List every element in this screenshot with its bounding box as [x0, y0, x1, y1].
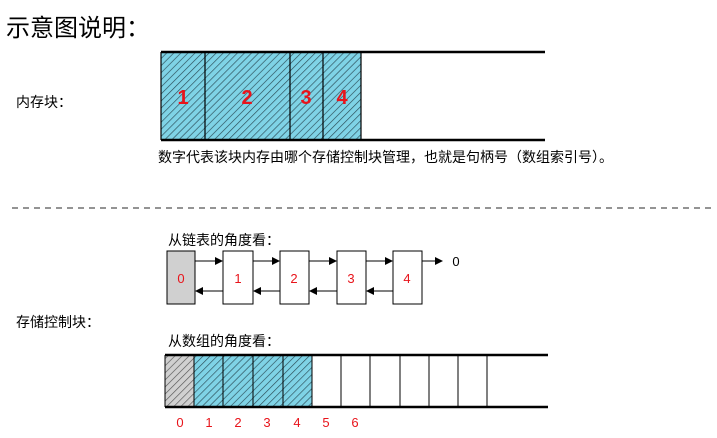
memory-caption: 数字代表该块内存由哪个存储控制块管理，也就是句柄号（数组索引号）。 — [158, 150, 613, 166]
list-node — [222, 250, 254, 305]
array-index-label: 2 — [234, 415, 241, 430]
linked-list-title: 从链表的角度看： — [168, 233, 280, 249]
list-node-label: 0 — [177, 271, 184, 286]
array-index-label: 6 — [351, 415, 358, 430]
array-index-label: 5 — [322, 415, 329, 430]
memory-block-label: 内存块： — [16, 95, 72, 111]
memory-segment-number: 4 — [336, 87, 348, 109]
page-title: 示意图说明： — [6, 14, 150, 42]
list-node-label: 3 — [347, 271, 354, 286]
list-node — [279, 250, 310, 305]
memory-segment-number: 1 — [177, 87, 188, 109]
array-view: 0 1 2 3 4 5 6 — [164, 353, 548, 430]
memory-segment-number: 3 — [300, 87, 311, 109]
array-index-label: 4 — [293, 415, 300, 430]
list-head-node — [166, 250, 196, 305]
array-index-label: 1 — [205, 415, 212, 430]
memory-segment-number: 2 — [241, 87, 252, 109]
linked-list: 0 1 2 3 4 0 — [166, 250, 460, 305]
memory-used-region — [161, 52, 361, 140]
array-title: 从数组的角度看： — [168, 334, 280, 350]
list-node-label: 2 — [290, 271, 297, 286]
list-node-label: 1 — [234, 271, 241, 286]
list-node-label: 4 — [403, 271, 410, 286]
list-terminator: 0 — [452, 254, 459, 269]
array-cell-header — [165, 355, 194, 407]
list-node — [336, 250, 367, 305]
list-node — [392, 250, 423, 305]
control-block-label: 存储控制块： — [16, 315, 100, 331]
array-index-label: 3 — [263, 415, 270, 430]
memory-block: 1 2 3 4 — [160, 50, 545, 142]
array-index-label: 0 — [176, 415, 183, 430]
